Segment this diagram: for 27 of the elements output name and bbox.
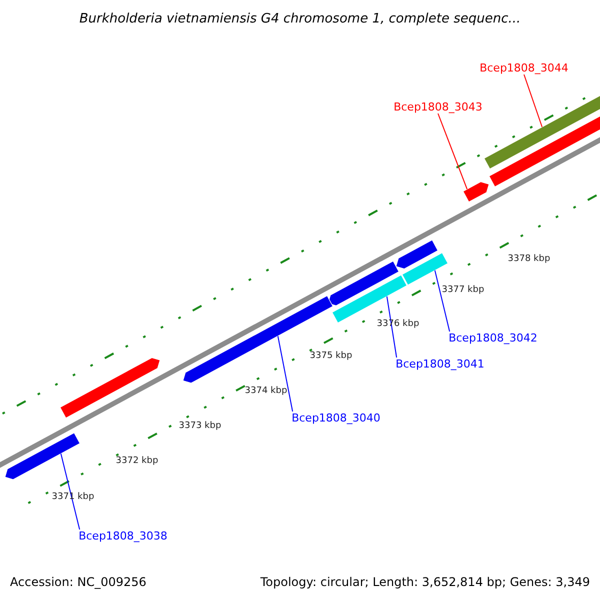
gene-label: Bcep1808_3044 — [480, 62, 568, 74]
gene-label: Bcep1808_3041 — [396, 358, 484, 370]
scale-label: 3377 kbp — [442, 285, 484, 295]
leader-line — [438, 113, 468, 190]
leader-line — [434, 270, 450, 332]
gene-label: Bcep1808_3040 — [292, 412, 380, 424]
gene-feature — [462, 181, 490, 202]
scale-label: 3375 kbp — [310, 351, 352, 361]
gene-feature — [4, 432, 80, 480]
scale-label: 3373 kbp — [178, 421, 222, 431]
gene-feature — [328, 260, 400, 306]
gene-feature — [396, 240, 438, 270]
scale-label: 3378 kbp — [508, 254, 550, 264]
scale-label: 3372 kbp — [116, 456, 158, 466]
gene-feature — [402, 252, 448, 286]
gene-label: Bcep1808_3043 — [394, 100, 482, 114]
leader-line — [60, 453, 80, 530]
footer-text: Accession: NC_009256 — [10, 575, 146, 589]
leader-line — [524, 74, 543, 128]
gene-feature — [60, 357, 160, 418]
leader-line — [277, 336, 294, 412]
gene-feature — [182, 295, 334, 384]
gene-label: Bcep1808_3042 — [448, 332, 538, 344]
scale-label: 3374 kbp — [244, 386, 288, 396]
footer-text: Topology: circular; Length: 3,652,814 bp; Genes: 3,349 — [260, 575, 590, 589]
map-title: Burkholderia vietnamiensis G4 chromosome 1, complete sequenc... — [79, 12, 521, 26]
gene-label: Bcep1808_3038 — [78, 530, 168, 542]
